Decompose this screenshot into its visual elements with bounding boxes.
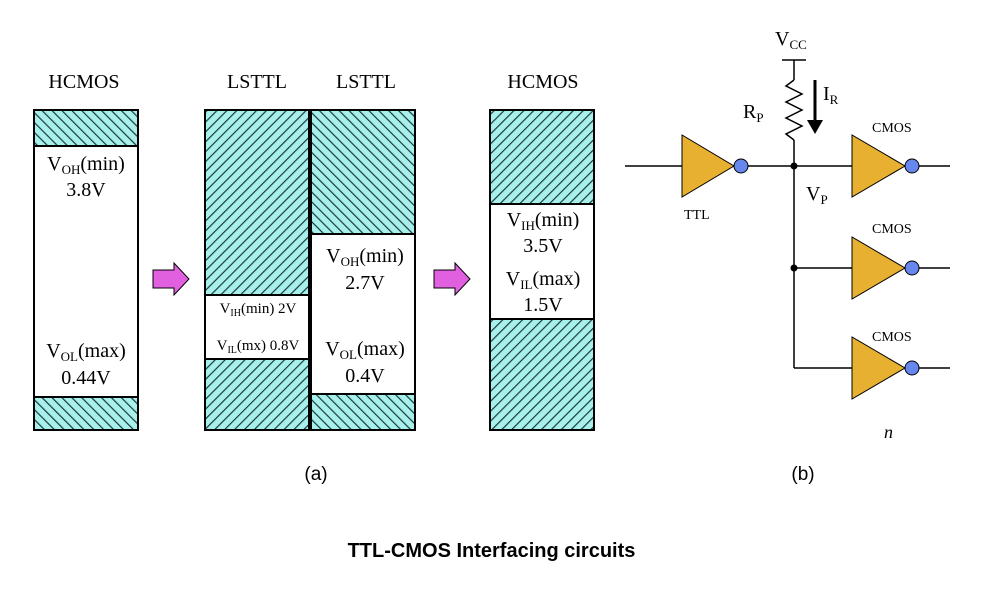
hcmos-right-vil-value: 1.5V <box>523 294 563 316</box>
cmos-label-2: CMOS <box>872 222 912 237</box>
lsttl-out-voh-value: 2.7V <box>345 272 385 294</box>
lsttl-in-title: LSTTL <box>227 71 287 93</box>
lsttl-out-vol-value: 0.4V <box>345 365 385 387</box>
cmos-label-3: CMOS <box>872 330 912 345</box>
lsttl-out-voh-label: VOH(min) <box>326 245 404 269</box>
lsttl-out-title: LSTTL <box>336 71 396 93</box>
vcc-label: VCC <box>775 28 807 52</box>
n-label: n <box>884 422 893 442</box>
panel-a-label: (a) <box>304 464 327 485</box>
ttl-buffer-icon <box>681 134 735 198</box>
hcmos-left-frame <box>33 109 139 431</box>
lsttl-output-column: LSTTL VOH(min) 2.7V VOL(max) 0.4V <box>310 71 416 431</box>
cmos-label-1: CMOS <box>872 121 912 136</box>
ttl-label: TTL <box>684 208 710 223</box>
ir-label: IR <box>823 83 839 107</box>
hcmos-left-vol-label: VOL(max) <box>46 340 126 364</box>
inverter-bubble-icon <box>904 260 920 276</box>
hcmos-right-bottom-band <box>489 318 595 431</box>
lsttl-in-bottom-band <box>204 358 310 431</box>
hcmos-input-column: HCMOS VIH(min) 3.5V VIL(max) 1.5V <box>489 71 595 431</box>
cmos-inverter-icon <box>851 134 906 198</box>
hcmos-left-voh-value: 3.8V <box>66 179 106 201</box>
hcmos-right-vil-label: VIL(max) <box>506 268 581 292</box>
hcmos-left-top-band <box>33 109 139 147</box>
panel-a: HCMOS VOH(min) 3.8V VOL(max) 0.44V LSTTL… <box>33 71 595 485</box>
hcmos-right-top-band <box>489 109 595 205</box>
hcmos-right-vih-label: VIH(min) <box>507 209 580 233</box>
hcmos-left-bottom-band <box>33 396 139 431</box>
inverter-bubble-icon <box>733 158 749 174</box>
panel-b-label: (b) <box>791 464 814 485</box>
pullup-resistor-icon <box>784 79 804 141</box>
inverter-bubble-icon <box>904 360 920 376</box>
junction-dot-icon <box>790 162 798 170</box>
hcmos-left-vol-value: 0.44V <box>61 367 111 389</box>
hcmos-right-vih-value: 3.5V <box>523 235 563 257</box>
arrow-right-icon <box>433 261 471 297</box>
current-arrowhead-icon <box>807 120 823 134</box>
figure-caption: TTL-CMOS Interfacing circuits <box>347 540 636 562</box>
lsttl-out-vol-label: VOL(max) <box>325 338 405 362</box>
cmos-inverter-icon <box>851 236 906 300</box>
hcmos-left-title: HCMOS <box>48 71 119 93</box>
lsttl-in-vil-label: VIL(mx) 0.8V <box>217 338 300 356</box>
arrow-right-icon <box>152 261 190 297</box>
lsttl-out-top-band <box>310 109 416 235</box>
panel-b: VCC RP IR TTL VP CMOS CMOS CMOS <box>625 28 950 485</box>
cmos-inverter-icon <box>851 336 906 400</box>
lsttl-input-column: LSTTL VIH(min) 2V VIL(mx) 0.8V <box>204 71 310 431</box>
rp-label: RP <box>743 101 764 125</box>
vp-label: VP <box>806 183 828 207</box>
junction-dot-icon <box>790 264 798 272</box>
hcmos-right-title: HCMOS <box>507 71 578 93</box>
inverter-bubble-icon <box>904 158 920 174</box>
lsttl-in-vih-label: VIH(min) 2V <box>220 301 297 319</box>
hcmos-left-voh-label: VOH(min) <box>47 153 125 177</box>
hcmos-output-column: HCMOS VOH(min) 3.8V VOL(max) 0.44V <box>33 71 139 431</box>
lsttl-out-bottom-band <box>310 393 416 431</box>
lsttl-in-top-band <box>204 109 310 296</box>
